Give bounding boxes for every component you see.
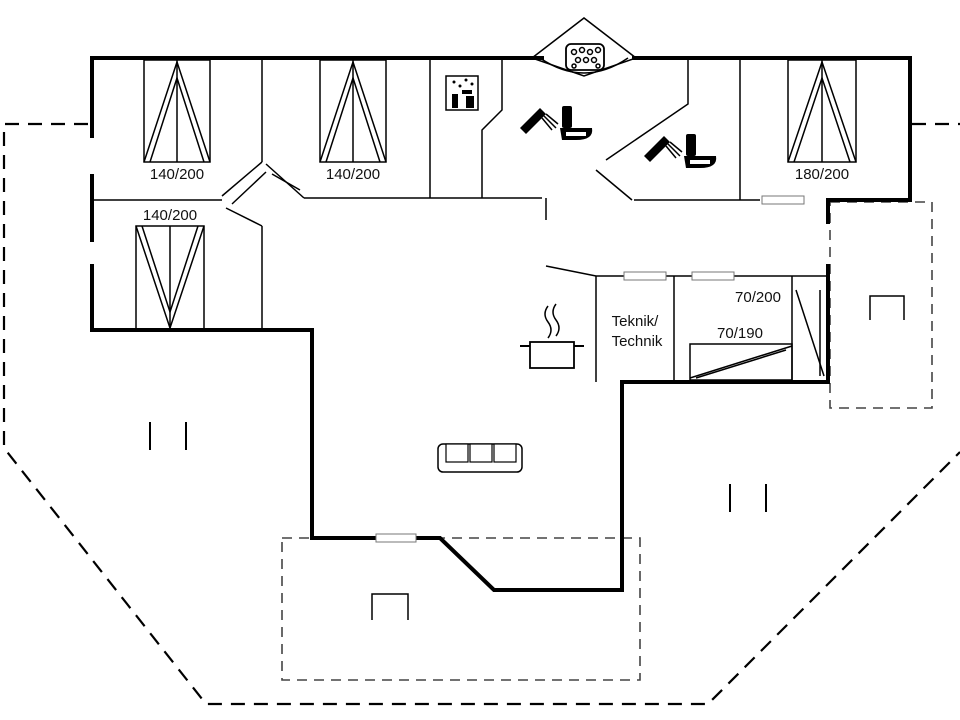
bed-6-size: 70/190 [717, 325, 763, 342]
bed-4-size: 180/200 [795, 166, 849, 183]
bed-5-size: 70/200 [735, 289, 781, 306]
bed-2-size: 140/200 [326, 166, 380, 183]
outdoor-bench-marks [149, 422, 767, 512]
bed-2: 140/200 [319, 59, 387, 183]
utility-room-label-1: Teknik/ [612, 313, 660, 330]
toilet-icon [684, 134, 717, 168]
bed-5: 70/200 [735, 289, 825, 377]
annex-right-outline [829, 201, 933, 409]
door-openings [221, 161, 633, 227]
bed-4: 180/200 [787, 59, 857, 183]
shower-icon [644, 136, 683, 162]
bed-6: 70/190 [689, 325, 793, 381]
windows [375, 195, 805, 543]
bed-3-size: 140/200 [143, 207, 197, 224]
annex-bottom-outline [281, 537, 641, 681]
bed-1-size: 140/200 [150, 166, 204, 183]
sauna-icon [445, 75, 479, 111]
spa-icon [565, 43, 605, 71]
toilet-icon [560, 106, 593, 140]
kitchen-pot-icon [520, 303, 584, 369]
bed-1: 140/200 [143, 59, 211, 183]
shower-icon [520, 108, 559, 134]
utility-room-label-2: Technik [612, 333, 663, 350]
annex-door-marks [371, 295, 905, 620]
sofa-icon [437, 443, 523, 473]
bed-3: 140/200 [135, 207, 205, 331]
terrace-outline [2, 122, 960, 706]
spa-bay [530, 17, 638, 77]
